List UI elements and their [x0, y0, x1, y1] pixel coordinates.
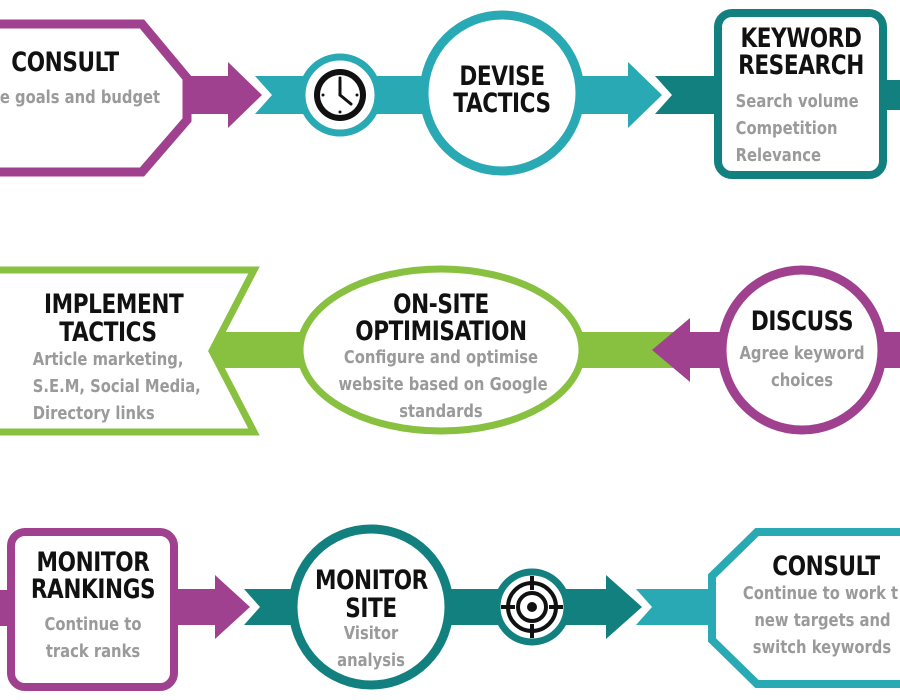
onsite-ellipse: [296, 265, 586, 435]
site-circle: [288, 524, 454, 690]
clock-icon: [314, 69, 366, 121]
connector-to-keyword: [655, 76, 722, 114]
arrow-rankings-to-site: [172, 575, 250, 639]
consult-top-hexagon: [0, 19, 192, 177]
keyword-box: [714, 9, 887, 179]
connector-to-site: [244, 589, 300, 625]
implement-ribbon: [0, 266, 260, 436]
arrow-devise-to-keyword: [578, 62, 662, 128]
devise-circle: [419, 10, 585, 176]
connector-to-consult: [636, 589, 730, 625]
rankings-box: [7, 528, 178, 691]
target-icon: [501, 576, 563, 638]
discuss-circle: [717, 265, 887, 435]
arrow-target-to-consult: [560, 575, 642, 639]
arrow-consult-to-clock: [182, 62, 262, 128]
consult-bottom-hexagon: [708, 528, 900, 688]
arrow-discuss-to-onsite: [652, 318, 730, 382]
